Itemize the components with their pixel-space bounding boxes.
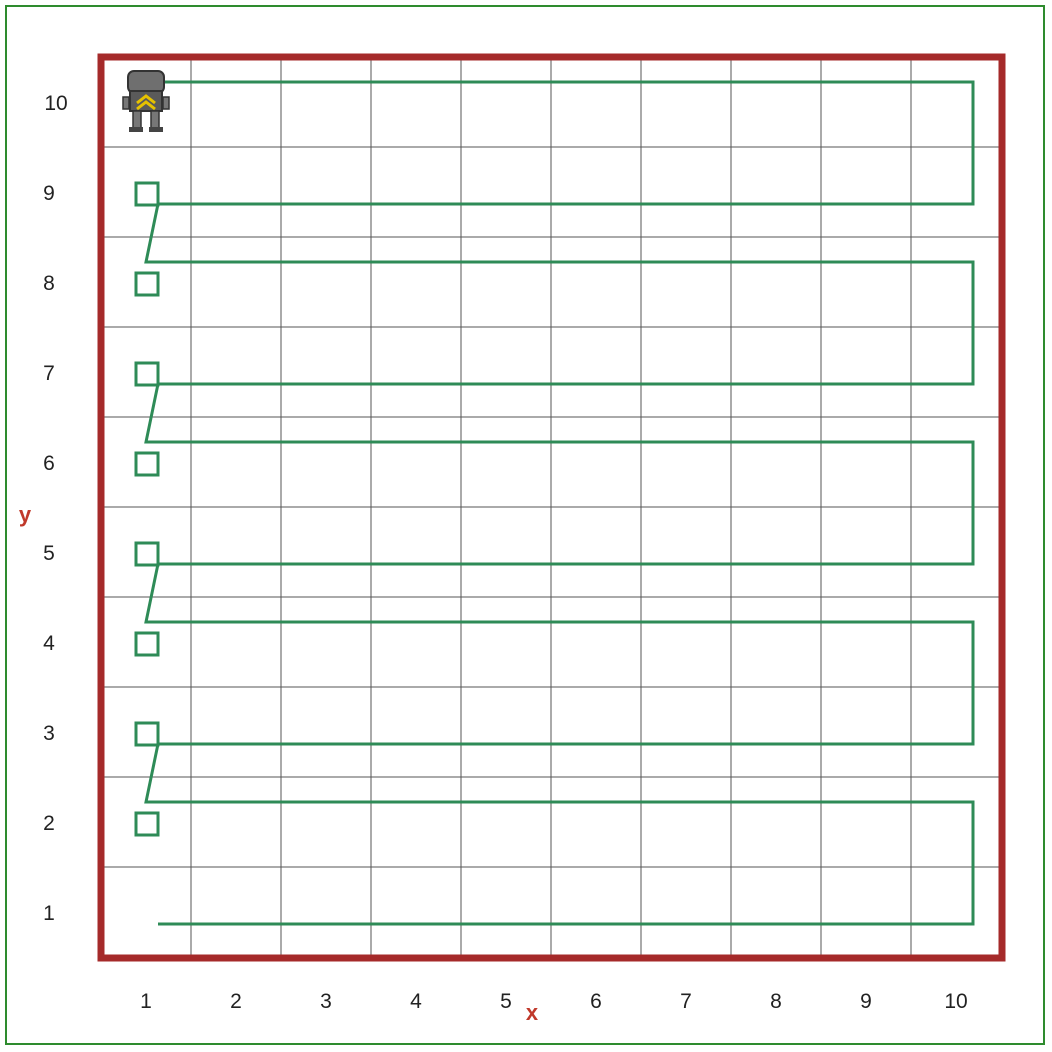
x-axis-label: 6 — [590, 990, 602, 1013]
x-axis-label: 9 — [860, 990, 872, 1013]
y-axis-label: 4 — [43, 632, 55, 655]
world-frame — [5, 5, 1045, 1045]
trail-turn-loop — [134, 721, 160, 747]
y-axis-label: 2 — [43, 812, 55, 835]
x-axis-label: 1 — [140, 990, 152, 1013]
y-axis-label: 7 — [43, 362, 55, 385]
robot-arm-left — [122, 96, 130, 110]
x-axis-label: 4 — [410, 990, 422, 1013]
y-axis-name: y — [19, 502, 32, 527]
y-axis-labels: 1 2 3 4 5 6 7 8 9 10 — [43, 92, 68, 925]
trail-turn-loop — [134, 181, 160, 207]
robot-head — [127, 70, 165, 94]
robot[interactable] — [122, 70, 170, 132]
x-axis-labels: 1 2 3 4 5 6 7 8 9 10 — [140, 990, 968, 1013]
world-wall — [97, 53, 1006, 962]
robot-foot-left — [129, 127, 143, 132]
robot-icon — [122, 70, 170, 132]
y-axis-label: 8 — [43, 272, 55, 295]
trail-turn-loop — [134, 811, 160, 837]
trail-turn-loop — [134, 451, 160, 477]
robot-trail — [134, 80, 975, 926]
x-axis-label: 7 — [680, 990, 692, 1013]
trail-turn-loop — [134, 271, 160, 297]
y-axis-label: 10 — [44, 92, 67, 115]
trail-turn-loop — [134, 361, 160, 387]
y-axis-label: 9 — [43, 182, 55, 205]
trail-turn-loop — [134, 541, 160, 567]
trail-turn-loop — [134, 631, 160, 657]
robot-leg-left — [132, 110, 142, 130]
y-axis-label: 3 — [43, 722, 55, 745]
x-axis-label: 5 — [500, 990, 512, 1013]
y-axis-label: 6 — [43, 452, 55, 475]
y-axis-label: 5 — [43, 542, 55, 565]
robot-direction-chevron — [136, 94, 156, 105]
robot-direction-chevron — [136, 100, 156, 111]
x-axis-label: 2 — [230, 990, 242, 1013]
trail-path — [144, 80, 975, 926]
robot-arm-right — [162, 96, 170, 110]
x-axis-label: 10 — [944, 990, 967, 1013]
y-axis-label: 1 — [43, 902, 55, 925]
robot-foot-right — [149, 127, 163, 132]
grid — [101, 57, 1001, 957]
x-axis-label: 8 — [770, 990, 782, 1013]
robot-leg-right — [150, 110, 160, 130]
x-axis-label: 3 — [320, 990, 332, 1013]
x-axis-name: x — [526, 1000, 539, 1025]
